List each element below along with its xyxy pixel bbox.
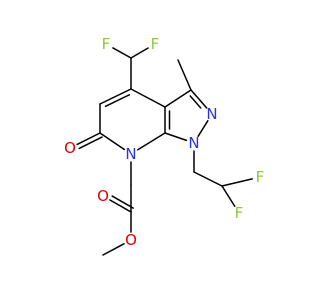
atom-background bbox=[253, 170, 267, 184]
atom-background bbox=[99, 37, 113, 51]
atom-background bbox=[124, 233, 138, 247]
atom-label-f: F bbox=[102, 35, 111, 53]
atom-label-f: F bbox=[256, 168, 265, 186]
single-bond bbox=[99, 132, 126, 151]
single-bond bbox=[130, 88, 166, 108]
atom-label-o: O bbox=[97, 187, 109, 205]
atom-label-o: O bbox=[125, 231, 137, 249]
atom-label-o: O bbox=[64, 139, 76, 157]
single-bond bbox=[221, 178, 253, 187]
atom-background bbox=[96, 189, 110, 203]
single-bond bbox=[221, 185, 236, 207]
single-bond bbox=[193, 171, 223, 187]
single-bond bbox=[137, 132, 166, 151]
double-bond-second bbox=[189, 95, 202, 109]
single-bond bbox=[197, 120, 209, 137]
single-bond bbox=[164, 132, 188, 142]
single-bond bbox=[102, 243, 125, 256]
double-bond bbox=[99, 88, 132, 105]
single-bond bbox=[177, 59, 192, 91]
atom-background bbox=[187, 136, 201, 150]
atom-label-f: F bbox=[151, 35, 160, 53]
atom-background bbox=[63, 141, 77, 155]
double-bond bbox=[190, 89, 208, 109]
atom-label-n: N bbox=[206, 105, 217, 123]
atom-label-f: F bbox=[235, 204, 244, 222]
atom-background bbox=[148, 37, 162, 51]
atom-label-n: N bbox=[188, 134, 199, 152]
double-bond bbox=[76, 132, 101, 146]
single-bond bbox=[112, 47, 132, 59]
atom-background bbox=[124, 147, 138, 161]
atom-label-n: N bbox=[125, 145, 136, 163]
atom-background bbox=[232, 206, 246, 220]
single-bond bbox=[130, 47, 149, 59]
double-bond bbox=[109, 199, 132, 213]
double-bond-second bbox=[111, 195, 134, 209]
single-bond bbox=[164, 89, 192, 108]
double-bond-second bbox=[78, 136, 103, 150]
double-bond-second bbox=[104, 94, 131, 108]
atom-background bbox=[205, 107, 219, 121]
